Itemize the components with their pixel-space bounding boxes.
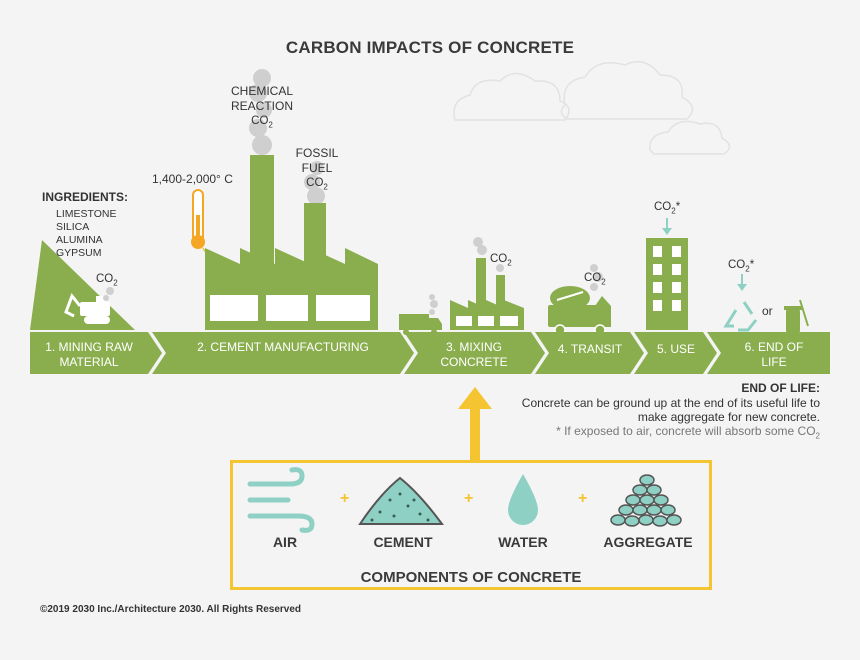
plus-sign: + [578, 490, 588, 507]
stage-transit: 4. TRANSIT [557, 342, 623, 356]
water-drop-icon [508, 474, 538, 525]
copyright: ©2019 2030 Inc./Architecture 2030. All R… [40, 604, 302, 615]
ingredients-title: INGREDIENTS: [42, 190, 129, 204]
absorb-arrow-icon [662, 218, 747, 291]
co2-label-mixing: CO2 [490, 253, 512, 268]
chimney-smoke [249, 69, 325, 205]
stage-cement-manufacturing: 2. CEMENT MANUFACTURING [197, 340, 369, 354]
cement-pile-icon [358, 476, 444, 525]
components-icons [247, 467, 682, 533]
end-of-life-note: * If exposed to air, concrete will absor… [556, 424, 820, 441]
air-icon [247, 467, 315, 533]
ingredient-item: LIMESTONE [56, 208, 117, 220]
component-cement-label: CEMENT [373, 534, 433, 550]
co2-label-transit: CO2 [584, 272, 606, 287]
end-of-life-text: Concrete can be ground up at the end of … [521, 396, 820, 424]
building-icon [646, 238, 688, 330]
co2-label-mining: CO2 [96, 273, 118, 288]
ingredient-item: SILICA [56, 221, 90, 233]
ingredient-item: ALUMINA [56, 234, 103, 246]
temperature-label: 1,400-2,000° C [152, 172, 233, 186]
co2-label-end-of-life: CO2* [728, 259, 755, 274]
process-illustration [30, 69, 830, 374]
aggregate-icon [610, 474, 682, 527]
stage-use: 5. USE [656, 342, 695, 356]
excavator-icon [64, 293, 110, 324]
component-air-label: AIR [272, 534, 298, 550]
or-label: or [762, 304, 773, 318]
fossil-fuel-label: FOSSIL FUEL CO2 [295, 146, 339, 192]
cement-mixer-truck-icon [548, 286, 611, 336]
ingredient-item: GYPSUM [56, 247, 102, 259]
process-band [30, 332, 830, 374]
plus-sign: + [464, 490, 474, 507]
chemical-reaction-label: CHEMICAL REACTION CO2 [230, 84, 293, 130]
page-title: CARBON IMPACTS OF CONCRETE [285, 38, 575, 57]
components-title: COMPONENTS OF CONCRETE [360, 569, 582, 586]
component-aggregate-label: AGGREGATE [603, 534, 693, 550]
recycle-icon [723, 301, 758, 332]
plus-sign: + [340, 490, 350, 507]
small-truck-icon [399, 314, 442, 335]
trash-bin-icon [784, 299, 809, 332]
component-water-label: WATER [498, 534, 548, 550]
input-arrow-icon [458, 387, 492, 463]
co2-label-use: CO2* [654, 201, 681, 216]
end-of-life-heading: END OF LIFE: [741, 381, 820, 395]
